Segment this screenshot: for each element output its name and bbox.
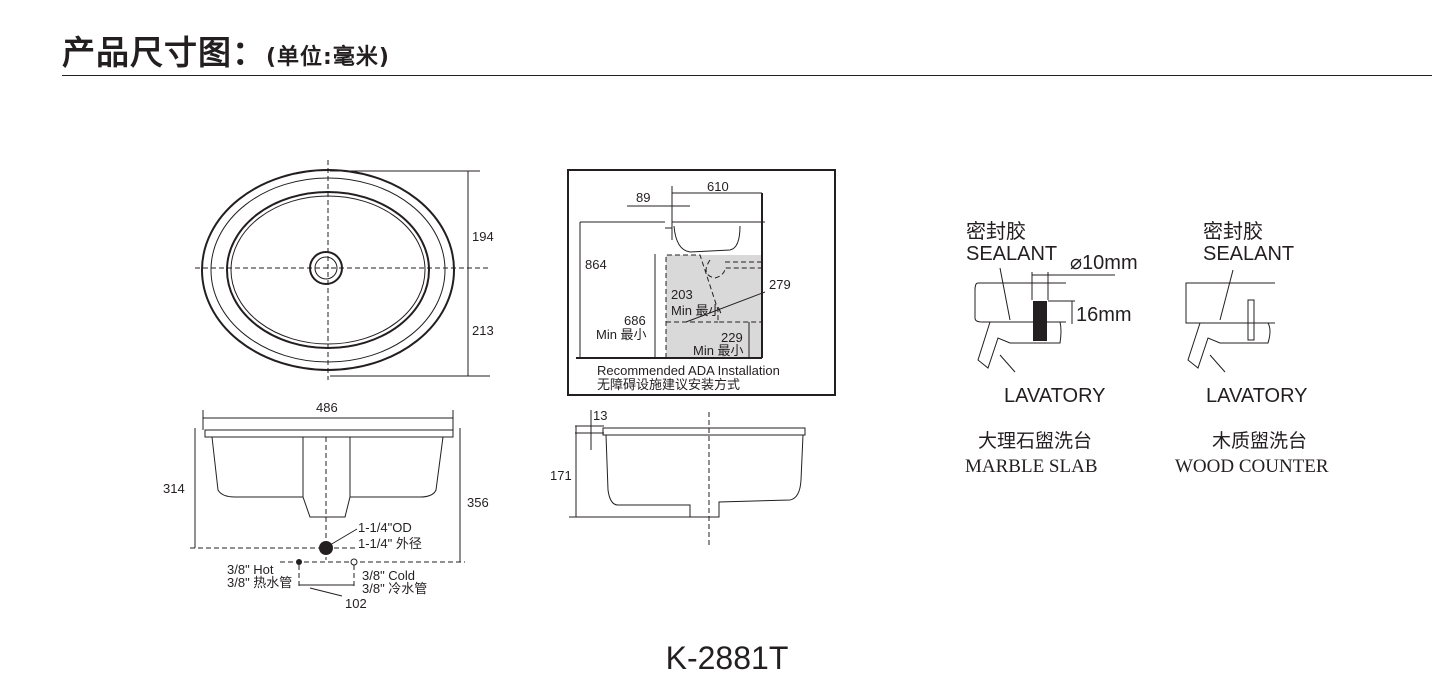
lavatory-label: LAVATORY <box>1206 385 1308 407</box>
marble-title-cn: 大理石盥洗台 <box>978 430 1092 452</box>
dim-610: 610 <box>707 179 729 194</box>
cold-cn-label: 3/8" 冷水管 <box>362 581 427 596</box>
title-text: 产品尺寸图： <box>62 33 266 72</box>
front-view: 486 314 356 1-1/4"OD 1-1/4" 外径 3/8" Hot … <box>163 400 489 611</box>
wood-counter-detail: 密封胶 SEALANT LAVATORY 木质盥洗台 WOOD COUNTER <box>1175 220 1329 477</box>
cold-label: 3/8" Cold <box>362 568 415 583</box>
model-number: K-2881T <box>665 640 789 676</box>
dim-203: 203 <box>671 287 693 302</box>
lavatory-label: LAVATORY <box>1004 385 1106 407</box>
sealant-cn-label: 密封胶 <box>1203 220 1263 243</box>
dim-213: 213 <box>472 323 494 338</box>
hot-label: 3/8" Hot <box>227 562 274 577</box>
min-label: Min 最小 <box>596 327 647 342</box>
drain-icon <box>319 541 333 555</box>
dim-486: 486 <box>316 400 338 415</box>
dim-229: 229 <box>721 330 743 345</box>
min-label: Min 最小 <box>671 303 722 318</box>
dim-314: 314 <box>163 481 185 496</box>
dim-279: 279 <box>769 277 791 292</box>
dim-686: 686 <box>624 313 646 328</box>
wood-title-cn: 木质盥洗台 <box>1212 430 1307 452</box>
drain-od-label: 1-1/4"OD <box>358 520 412 535</box>
dim-194: 194 <box>472 229 494 244</box>
min-label: Min 最小 <box>693 343 744 358</box>
drain-od-cn-label: 1-1/4" 外径 <box>358 536 422 551</box>
page-title: 产品尺寸图：(单位:毫米) <box>62 26 390 74</box>
dim-864: 864 <box>585 257 607 272</box>
depth-label: 16mm <box>1076 304 1132 326</box>
ada-installation-panel: 610 89 864 203 Min 最小 686 Min 最小 279 229… <box>567 169 836 396</box>
top-view: 194 213 <box>195 160 494 380</box>
side-view: 13 171 <box>550 408 806 545</box>
ada-caption: Recommended ADA Installation <box>597 363 780 378</box>
dim-356: 356 <box>467 495 489 510</box>
hot-cn-label: 3/8" 热水管 <box>227 575 292 590</box>
dim-102: 102 <box>345 596 367 611</box>
dim-171: 171 <box>550 468 572 483</box>
cold-supply-icon <box>350 558 358 566</box>
sealant-label: SEALANT <box>966 243 1057 265</box>
sealant-cn-label: 密封胶 <box>966 220 1026 243</box>
unit-text: (单位:毫米) <box>266 45 390 70</box>
dim-13: 13 <box>593 408 607 423</box>
marble-slab-detail: 密封胶 SEALANT ⌀10mm 16mm LAVATORY 大理石盥洗台 M… <box>965 220 1138 477</box>
sealant-label: SEALANT <box>1203 243 1294 265</box>
header-divider <box>62 75 1432 76</box>
ada-caption-cn: 无障碍设施建议安装方式 <box>597 377 740 392</box>
diameter-label: ⌀10mm <box>1070 252 1138 274</box>
wood-title: WOOD COUNTER <box>1175 456 1329 477</box>
marble-title: MARBLE SLAB <box>965 456 1098 477</box>
hot-supply-icon <box>296 559 302 565</box>
dim-89: 89 <box>636 190 650 205</box>
